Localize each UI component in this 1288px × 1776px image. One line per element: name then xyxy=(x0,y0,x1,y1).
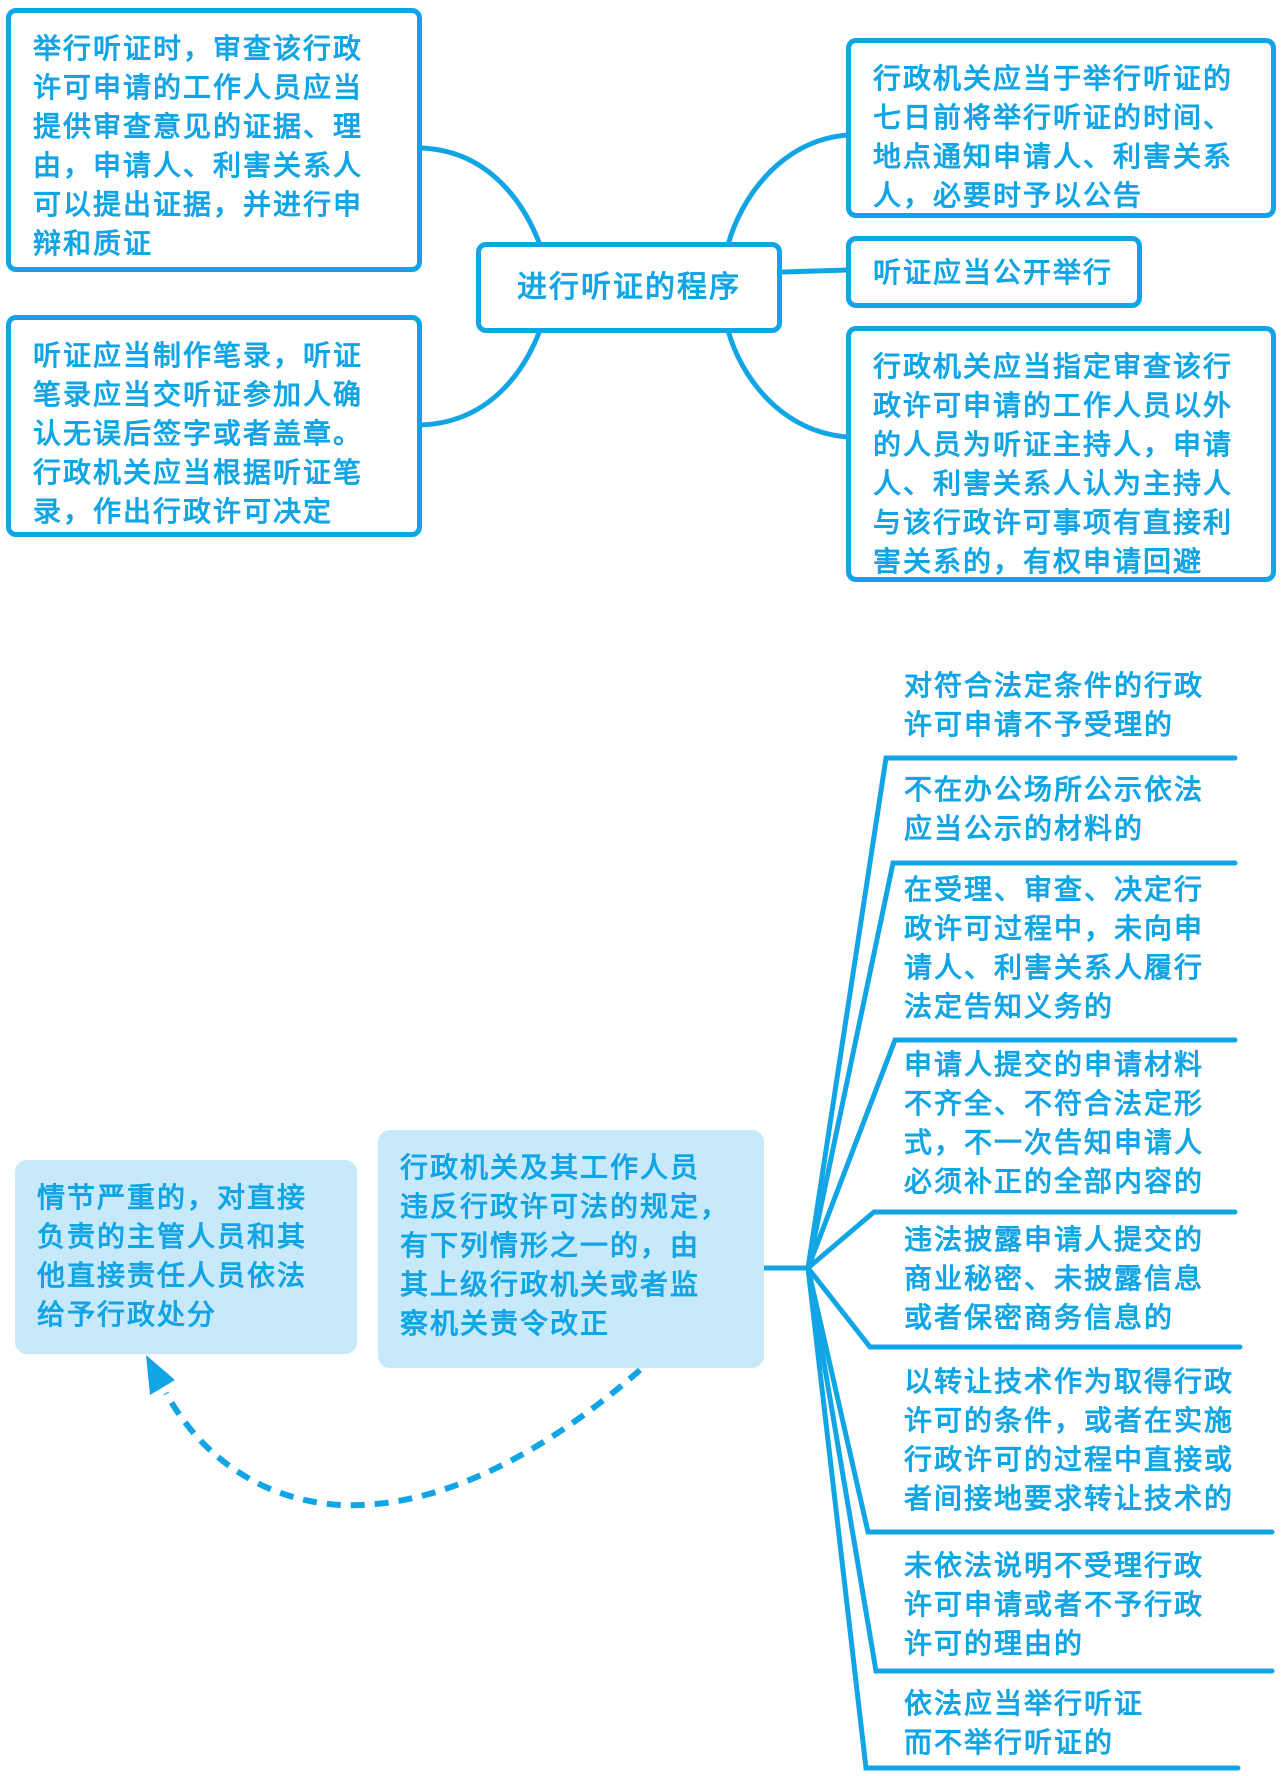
liability-consequence-node: 情节严重的，对直接负责的主管人员和其他直接责任人员依法给予行政处分 xyxy=(15,1160,357,1354)
text-line: 其上级行政机关或者监 xyxy=(400,1268,701,1301)
text-line: 有下列情形之一的，由 xyxy=(400,1229,701,1262)
connector-right-top xyxy=(725,132,851,248)
text-line: 请人、利害关系人履行 xyxy=(904,951,1205,984)
text-line: 录，作出行政许可决定 xyxy=(33,495,334,528)
procedure-right-box-2: 听证应当公开举行 xyxy=(846,236,1142,308)
text-line: 或者保密商务信息的 xyxy=(904,1301,1175,1334)
branch-7 xyxy=(805,1265,1275,1674)
text-line: 而不举行听证的 xyxy=(904,1726,1115,1759)
text-line: 听证应当制作笔录，听证 xyxy=(33,339,364,372)
text-line: 政许可过程中，未向申 xyxy=(904,912,1205,945)
text-line: 依法应当举行听证 xyxy=(904,1687,1145,1720)
procedure-center-node: 进行听证的程序 xyxy=(476,242,782,333)
circumstance-4: 申请人提交的申请材料不齐全、不符合法定形式，不一次告知申请人必须补正的全部内容的 xyxy=(904,1045,1244,1201)
text-line: 以转让技术作为取得行政 xyxy=(904,1365,1235,1398)
text-line: 察机关责令改正 xyxy=(400,1307,611,1340)
text-line: 许可申请的工作人员应当 xyxy=(33,71,364,104)
text-line: 的人员为听证主持人，申请 xyxy=(873,428,1234,461)
text-line: 由，申请人、利害关系人 xyxy=(33,149,364,182)
center-node-title: 进行听证的程序 xyxy=(517,270,741,305)
text-line: 听证应当公开举行 xyxy=(873,256,1114,289)
text-line: 认无误后签字或者盖章。 xyxy=(33,417,364,450)
branch-6 xyxy=(805,1265,1275,1535)
branch-4 xyxy=(805,1209,1238,1271)
connector-left-bottom xyxy=(417,327,543,428)
text-line: 七日前将举行听证的时间、 xyxy=(873,101,1234,134)
connector-right-middle xyxy=(780,267,851,275)
text-line: 必须补正的全部内容的 xyxy=(904,1165,1205,1198)
text-line: 不齐全、不符合法定形 xyxy=(904,1087,1205,1120)
text-line: 辩和质证 xyxy=(33,227,154,260)
text-line: 未依法说明不受理行政 xyxy=(904,1549,1205,1582)
text-line: 笔录应当交听证参加人确 xyxy=(33,378,364,411)
text-line: 害关系的，有权申请回避 xyxy=(873,545,1204,578)
circumstance-5: 违法披露申请人提交的商业秘密、未披露信息或者保密商务信息的 xyxy=(904,1220,1244,1337)
text-line: 不在办公场所公示依法 xyxy=(904,773,1205,806)
text-line: 违反行政许可法的规定， xyxy=(400,1190,731,1223)
text-line: 对符合法定条件的行政 xyxy=(904,669,1205,702)
text-line: 举行听证时，审查该行政 xyxy=(33,32,364,65)
branch-8 xyxy=(805,1265,1241,1771)
branch-1 xyxy=(805,755,1238,1271)
circumstance-2: 不在办公场所公示依法应当公示的材料的 xyxy=(904,770,1244,848)
text-line: 应当公示的材料的 xyxy=(904,812,1145,845)
procedure-left-box-1: 举行听证时，审查该行政许可申请的工作人员应当提供审查意见的证据、理由，申请人、利… xyxy=(6,8,422,272)
text-line: 许可申请不予受理的 xyxy=(904,708,1175,741)
circumstance-6: 以转让技术作为取得行政许可的条件，或者在实施行政许可的过程中直接或者间接地要求转… xyxy=(904,1362,1284,1518)
text-line: 商业秘密、未披露信息 xyxy=(904,1262,1205,1295)
text-line: 可以提出证据，并进行申 xyxy=(33,188,364,221)
text-line: 许可的理由的 xyxy=(904,1627,1085,1660)
branch-3 xyxy=(805,1037,1238,1271)
circumstance-3: 在受理、审查、决定行政许可过程中，未向申请人、利害关系人履行法定告知义务的 xyxy=(904,870,1244,1026)
text-line: 情节严重的，对直接 xyxy=(37,1181,308,1214)
text-line: 申请人提交的申请材料 xyxy=(904,1048,1205,1081)
text-line: 式，不一次告知申请人 xyxy=(904,1126,1205,1159)
text-line: 负责的主管人员和其 xyxy=(37,1220,308,1253)
procedure-left-box-2: 听证应当制作笔录，听证笔录应当交听证参加人确认无误后签字或者盖章。行政机关应当根… xyxy=(6,315,422,537)
arrow-head-icon xyxy=(146,1355,175,1395)
text-line: 地点通知申请人、利害关系 xyxy=(873,140,1234,173)
branch-5 xyxy=(805,1265,1243,1350)
text-line: 给予行政处分 xyxy=(37,1298,218,1331)
circumstance-8: 依法应当举行听证而不举行听证的 xyxy=(904,1684,1244,1762)
text-line: 提供审查意见的证据、理 xyxy=(33,110,364,143)
connector-left-top xyxy=(417,145,543,248)
text-line: 行政机关应当指定审查该行 xyxy=(873,350,1234,383)
text-line: 法定告知义务的 xyxy=(904,990,1115,1023)
text-line: 行政机关及其工作人员 xyxy=(400,1151,701,1184)
branch-2 xyxy=(805,860,1238,1271)
text-line: 人、利害关系人认为主持人 xyxy=(873,467,1234,500)
procedure-right-box-3: 行政机关应当指定审查该行政许可申请的工作人员以外的人员为听证主持人，申请人、利害… xyxy=(846,326,1276,582)
text-line: 行政许可的过程中直接或 xyxy=(904,1443,1235,1476)
text-line: 他直接责任人员依法 xyxy=(37,1259,308,1292)
circumstance-1: 对符合法定条件的行政许可申请不予受理的 xyxy=(904,666,1244,744)
dashed-arrow-curve xyxy=(163,1367,642,1509)
text-line: 违法披露申请人提交的 xyxy=(904,1223,1205,1256)
connector-right-bottom xyxy=(725,327,851,440)
procedure-right-box-1: 行政机关应当于举行听证的七日前将举行听证的时间、地点通知申请人、利害关系人，必要… xyxy=(846,38,1276,218)
text-line: 与该行政许可事项有直接利 xyxy=(873,506,1234,539)
liability-main-node: 行政机关及其工作人员违反行政许可法的规定， 有下列情形之一的，由其上级行政机关或者… xyxy=(378,1130,764,1368)
text-line: 许可的条件，或者在实施 xyxy=(904,1404,1235,1437)
text-line: 行政机关应当于举行听证的 xyxy=(873,62,1234,95)
text-line: 者间接地要求转让技术的 xyxy=(904,1482,1235,1515)
text-line: 在受理、审查、决定行 xyxy=(904,873,1205,906)
text-line: 行政机关应当根据听证笔 xyxy=(33,456,364,489)
text-line: 政许可申请的工作人员以外 xyxy=(873,389,1234,422)
text-line: 人，必要时予以公告 xyxy=(873,179,1144,212)
circumstance-7: 未依法说明不受理行政许可申请或者不予行政许可的理由的 xyxy=(904,1546,1244,1663)
text-line: 许可申请或者不予行政 xyxy=(904,1588,1205,1621)
